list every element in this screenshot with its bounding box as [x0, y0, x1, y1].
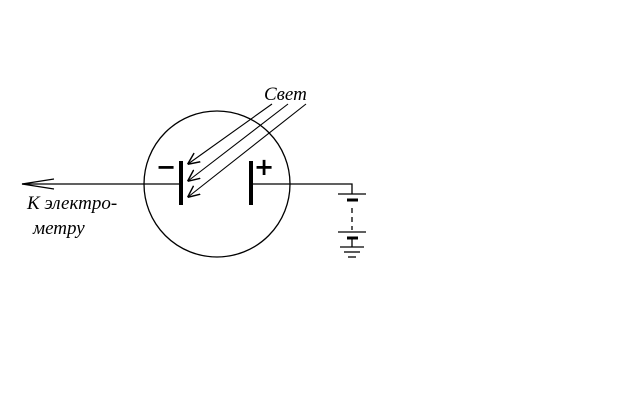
light-label: Свет	[264, 84, 307, 105]
electrometer-label-line2: метру	[32, 218, 85, 239]
electrometer-arrow	[21, 178, 55, 190]
light-ray-3	[188, 103, 307, 197]
battery-wire	[251, 183, 353, 194]
plus-sign: +	[254, 153, 274, 181]
light-ray-2	[188, 103, 289, 181]
light-ray-1	[188, 103, 273, 164]
electrometer-label-line1: К электро-	[26, 193, 117, 214]
minus-sign: −	[156, 153, 176, 181]
